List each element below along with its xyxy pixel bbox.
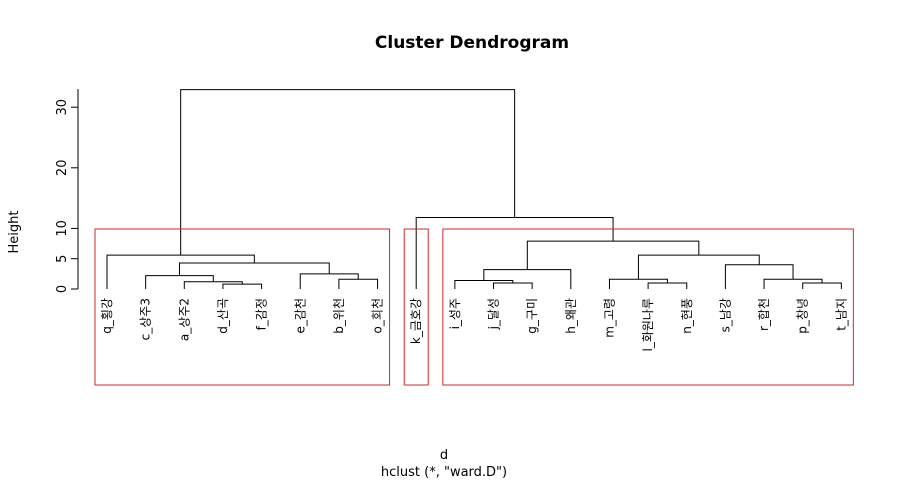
dendrogram-merge <box>483 269 572 289</box>
leaf-label: k_금호강 <box>409 298 423 344</box>
dendrogram-merge <box>299 273 359 289</box>
dendrogram-merge <box>338 278 379 289</box>
leaf-label: l_화원나루 <box>641 298 655 352</box>
leaf-label: n_현풍 <box>680 298 694 334</box>
cluster-rectangles <box>94 228 854 386</box>
dendrogram-merge <box>180 89 516 256</box>
leaf-label: j_달성 <box>487 298 501 330</box>
y-tick-label: 30 <box>55 99 70 116</box>
y-tick-label: 10 <box>55 220 70 237</box>
leaf-label: s_남강 <box>718 298 732 332</box>
leaf-label: g_구미 <box>525 298 539 334</box>
leaf-label: a_상주2 <box>177 298 191 341</box>
leaf-label: m_고령 <box>602 298 616 338</box>
dendrogram-merge <box>608 278 668 289</box>
leaf-label: f_감정 <box>255 298 269 330</box>
leaf-label: c_상주3 <box>139 298 153 340</box>
x-axis-label: d <box>440 448 448 463</box>
leaf-labels: q_횡강 c_상주3 a_상주2 d_산곡 f_감정 e_감천 b_위천 o_회천 k_금호강 i… <box>100 298 848 352</box>
dendrogram-merge <box>647 282 688 289</box>
leaf-label: r_합천 <box>756 298 771 331</box>
y-tick-label: 5 <box>55 255 70 263</box>
leaf-label: i_성주 <box>448 298 462 329</box>
dendrogram-merge <box>724 264 794 289</box>
y-axis-label: Height <box>7 211 22 254</box>
dendrogram-merge <box>637 254 760 280</box>
leaf-label: e_감천 <box>292 298 307 333</box>
leaf-label: t_남지 <box>834 298 848 331</box>
leaf-label: p_창녕 <box>796 298 810 334</box>
leaf-label: o_회천 <box>370 298 385 333</box>
cluster-rectangle <box>94 228 391 386</box>
chart-title: Cluster Dendrogram <box>375 33 569 53</box>
y-tick-label: 0 <box>55 285 70 293</box>
cluster-rectangle <box>403 228 429 386</box>
dendrogram-branches <box>106 89 842 289</box>
leaf-label: b_위천 <box>331 298 346 334</box>
dendrogram-merge <box>222 283 263 289</box>
dendrogram-merge <box>145 275 214 289</box>
chart-subtitle: hclust (*, "ward.D") <box>381 465 507 480</box>
cluster-rectangle <box>442 228 854 386</box>
dendrogram-merge <box>183 281 243 289</box>
dendrogram-merge <box>763 278 823 289</box>
y-axis: 0 5 10 20 30 <box>55 89 79 293</box>
leaf-label: h_왜관 <box>564 298 578 334</box>
dendrogram-merge <box>802 282 842 289</box>
leaf-label: d_산곡 <box>216 298 230 334</box>
leaf-label: q_횡강 <box>100 298 114 334</box>
dendrogram-merge <box>415 216 614 289</box>
dendrogram-merge <box>493 282 533 289</box>
y-tick-label: 20 <box>55 160 70 177</box>
dendrogram-merge <box>454 280 514 289</box>
